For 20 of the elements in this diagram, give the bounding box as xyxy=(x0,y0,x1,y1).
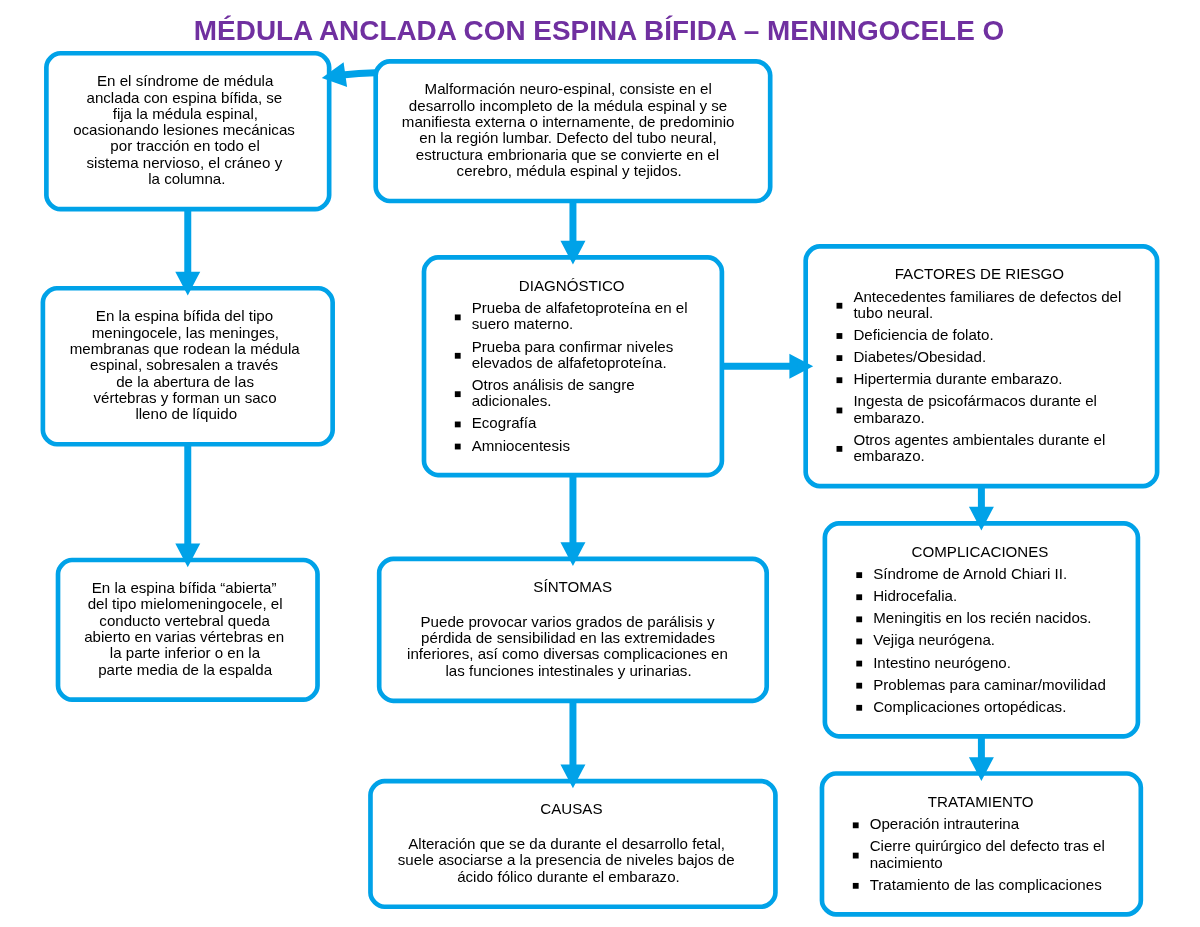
node-box: CAUSAS Alteración que se da durante el desarrollo fetal, suele asociarse a la presencia de niveles bajos de ácido fólico durante el embarazo. xyxy=(368,778,778,909)
arrow xyxy=(175,208,201,295)
node-box: Malformación neuro-espinal, consiste en el desarrollo incompleto de la médula espinal y se manifiesta externa o internamente, de predominio en la región lumbar. Defecto del tubo neural, estructura embrionaria que se convierte en el cerebro, médula espinal y tejidos. xyxy=(373,58,773,203)
node-box: SÍNTOMAS Puede provocar varios grados de parálisis y pérdida de sensibilidad en las extremidades inferiores, así como diversas complicaciones en las funciones intestinales y urinarias. xyxy=(376,556,770,703)
arrow xyxy=(560,474,586,566)
node-box: FACTORES DE RIESGO Antecedentes familiares de defectos del tubo neural. Deficiencia de folato. Diabetes/Obesidad. Hipertermia durante embarazo. Ingesta de psicofármacos durante el embarazo. Otros agentes ambientales durante el embarazo. xyxy=(803,243,1160,488)
node-box: En la espina bífida del tipo meningocele, las meninges, membranas que rodean la médula espinal, sobresalen a través de la abertura de las vértebras y forman un saco lleno de líquido xyxy=(40,285,335,447)
arrow xyxy=(968,485,994,530)
arrow xyxy=(968,736,994,781)
node-box: COMPLICACIONES Síndrome de Arnold Chiari II. Hidrocefalia. Meningitis en los recién nacidos. Vejiga neurógena. Intestino neurógeno. Problemas para caminar/movilidad Complicaciones ortopédicas. xyxy=(822,520,1141,739)
node-box: En la espina bífida “abierta” del tipo mielomeningocele, el conducto vertebral queda abierto en varias vértebras en la parte inferior o en la parte media de la espalda xyxy=(55,557,320,702)
arrow xyxy=(321,61,376,87)
node-box: DIAGNÓSTICO Prueba de alfafetoproteína en el suero materno. Prueba para confirmar niveles elevados de alfafetoproteína. Otros análisis de sangre adicionales. Ecografía Amniocentesis xyxy=(421,254,725,477)
diagram-title: MÉDULA ANCLADA CON ESPINA BÍFIDA – MENINGOCELE O xyxy=(193,13,1005,45)
node-box: TRATAMIENTO Operación intrauterina Cierre quirúrgico del defecto tras el nacimiento Tratamiento de las complicaciones xyxy=(819,770,1144,917)
arrow xyxy=(560,200,586,265)
arrow xyxy=(722,353,814,379)
node-box: En el síndrome de médula anclada con espina bífida, se fija la médula espinal, ocasionando lesiones mecánicas por tracción en todo el sistema nervioso, el cráneo y la columna. xyxy=(44,50,332,211)
arrow xyxy=(175,443,201,567)
arrow xyxy=(560,700,586,788)
